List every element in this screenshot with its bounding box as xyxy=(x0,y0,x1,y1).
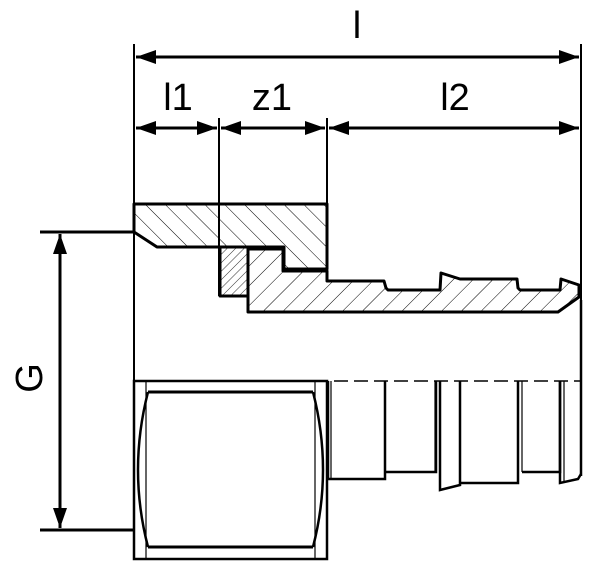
body-section xyxy=(246,247,581,314)
exterior-view xyxy=(132,300,583,561)
section-view xyxy=(132,202,581,314)
label-G: G xyxy=(9,363,51,393)
label-l: l xyxy=(353,5,361,47)
label-l1: l1 xyxy=(163,77,193,119)
ring-section xyxy=(218,245,250,298)
label-z1: z1 xyxy=(252,77,292,119)
dimension-lines xyxy=(53,50,579,528)
label-l2: l2 xyxy=(440,77,470,119)
